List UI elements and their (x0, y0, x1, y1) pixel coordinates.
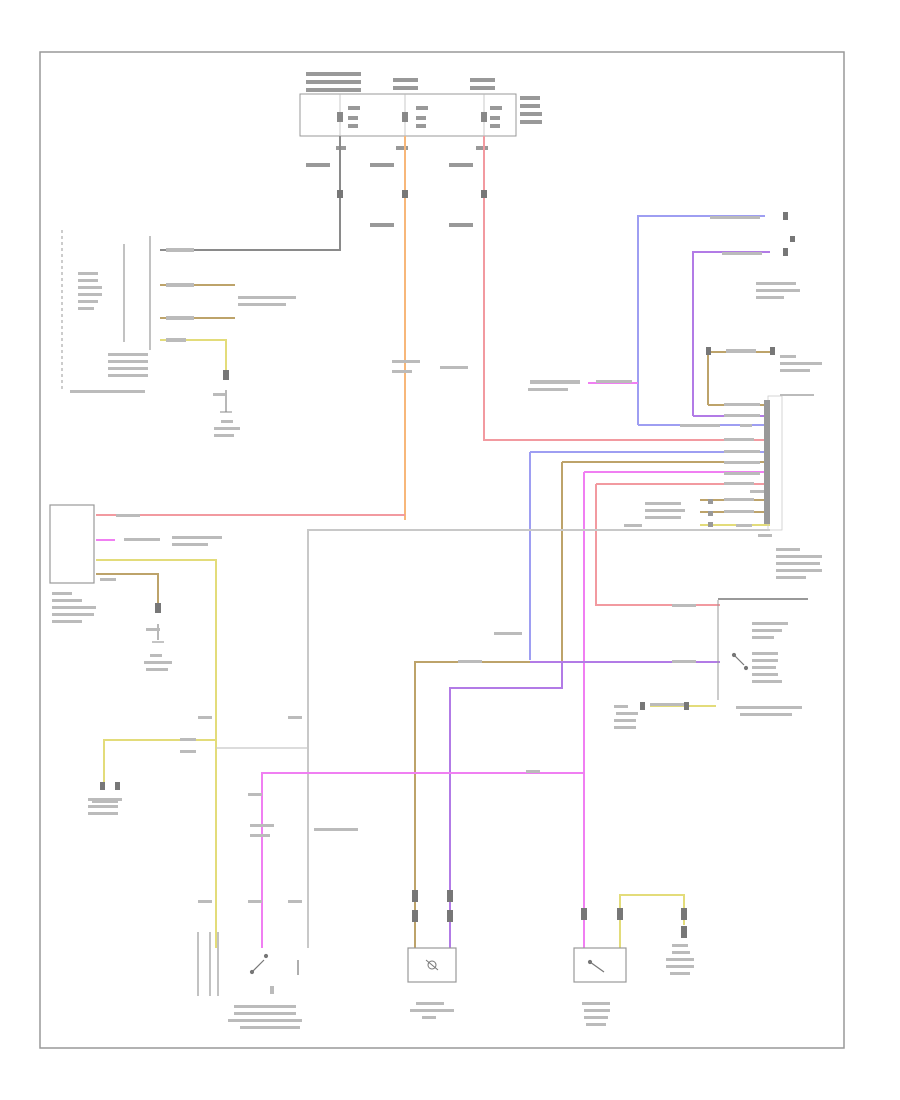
trunk-switch (717, 598, 808, 716)
wire-red-ecu (483, 136, 770, 441)
driver-module (49, 504, 302, 815)
mid-labels (198, 360, 696, 903)
wire-yellow-cluster (160, 339, 227, 378)
wire-pink-cross (261, 772, 584, 948)
trunk-lock-unit (92, 800, 118, 803)
ground-icon (152, 411, 232, 643)
fuse-block-top (299, 72, 542, 227)
wire-black-cluster (160, 136, 341, 251)
remote-switch (197, 932, 302, 1029)
wire-brown-top (707, 351, 770, 405)
instrument-cluster (61, 230, 296, 437)
ecu-module (528, 216, 822, 579)
wire-yellow-lamp (619, 894, 685, 948)
wire-violet-down (449, 662, 563, 948)
switch-icon (587, 959, 605, 973)
lamp-icon (425, 959, 439, 971)
wire-blue-top (637, 215, 765, 425)
license-lamp (407, 947, 457, 1019)
fuse-box (299, 93, 517, 137)
trunk-lid-switch (573, 947, 627, 1026)
ecu-bundle (484, 404, 770, 526)
fuse-icon (337, 112, 487, 122)
trunk-lamp (666, 944, 694, 975)
wire-brown-driver (96, 573, 159, 612)
switch-icon (249, 953, 299, 975)
diagram-border (39, 51, 845, 1049)
wire-yellow-trunk (103, 739, 216, 782)
wire-brown-down (414, 462, 563, 948)
wire-yellow-driver (96, 559, 217, 948)
wire-violet-top (692, 251, 770, 416)
connector-icon (100, 190, 795, 938)
wire-grey-bus (307, 529, 770, 948)
switch-icon (731, 652, 749, 671)
